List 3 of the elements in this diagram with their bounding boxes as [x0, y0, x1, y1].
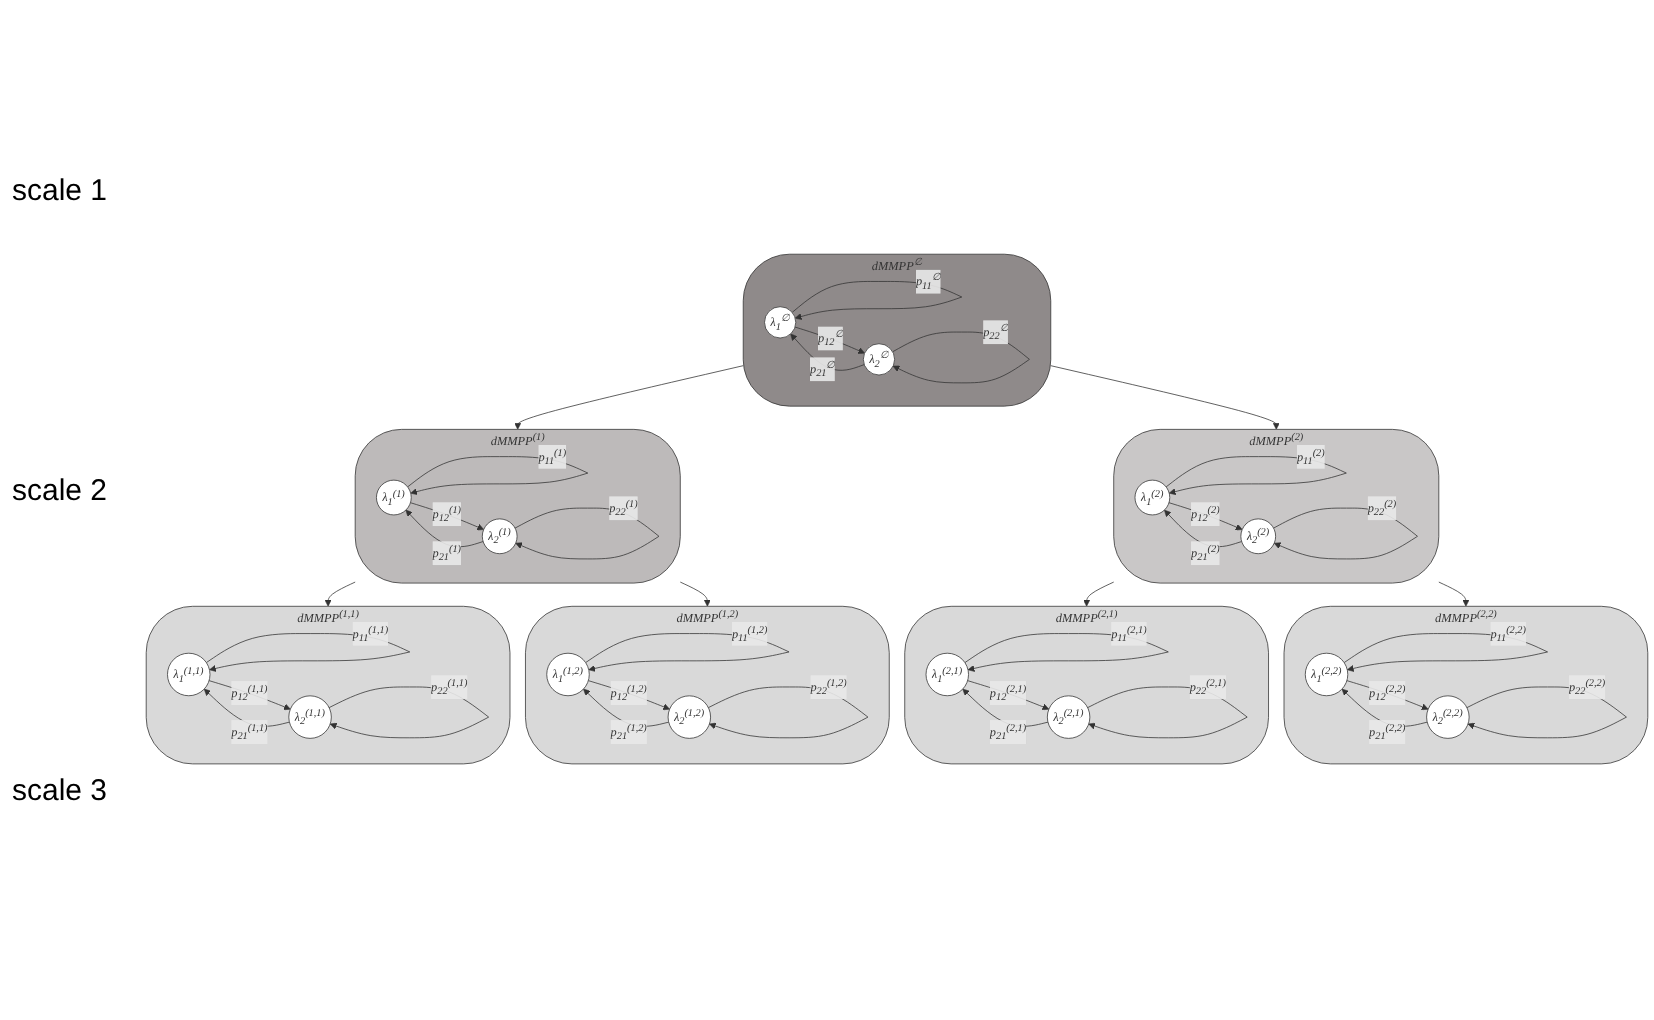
scale-label: scale 3: [12, 773, 110, 807]
scale-label: scale 1: [12, 173, 110, 207]
scale-label: scale 2: [12, 473, 110, 507]
